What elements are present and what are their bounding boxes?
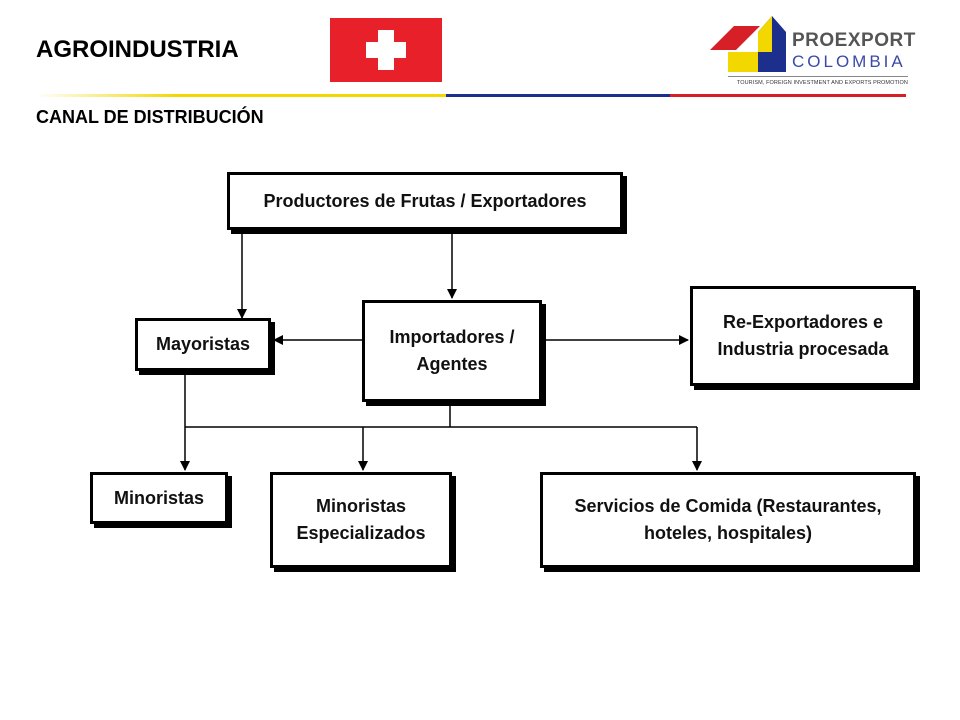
divider-blue [446,94,670,97]
logo-wordmark: PROEXPORT [792,30,916,51]
logo-country: COLOMBIA [792,52,906,71]
proexport-logo-icon [710,16,786,72]
node-productores: Productores de Frutas / Exportadores [227,172,623,230]
logo-tagline: TOURISM, FOREIGN INVESTMENT AND EXPORTS … [736,80,908,86]
node-reexportadores: Re-Exportadores e Industria procesada [690,286,916,386]
swiss-flag-icon [330,18,442,82]
proexport-logo: PROEXPORT COLOMBIA TOURISM, FOREIGN INVE… [708,12,915,94]
page-title: AGROINDUSTRIA [36,36,239,63]
divider-yellow [36,94,446,97]
node-importadores: Importadores / Agentes [362,300,542,402]
node-mayoristas: Mayoristas [135,318,271,371]
divider-red [670,94,906,97]
node-minoristas-especializados: Minoristas Especializados [270,472,452,568]
node-servicios: Servicios de Comida (Restaurantes, hotel… [540,472,916,568]
section-subtitle: CANAL DE DISTRIBUCIÓN [36,107,264,127]
node-minoristas: Minoristas [90,472,228,524]
